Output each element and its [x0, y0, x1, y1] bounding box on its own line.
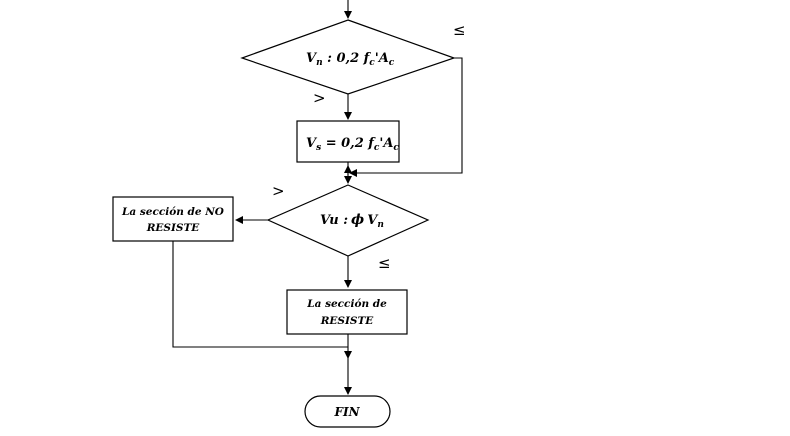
branch-label-le-mid: ≤: [378, 254, 391, 272]
vs-process-box: [296, 120, 400, 163]
bypass-connector-le: [349, 57, 463, 177]
branch-label-le-top: ≤: [453, 21, 466, 39]
fin-terminal-label: FIN: [333, 405, 360, 419]
resiste-box: [286, 289, 408, 335]
vs-process-label: Vs = 0,2 fc'Ac: [306, 136, 399, 153]
resiste-line1: La sección de: [306, 298, 387, 310]
no-resiste-line1: La sección de NO: [121, 206, 225, 218]
no-resiste-line2: RESISTE: [146, 222, 201, 234]
branch-label-gt-top: >: [313, 89, 326, 107]
branch-label-gt-mid: >: [272, 182, 285, 200]
fin-terminal: [304, 395, 391, 428]
vn-decision-label: Vn : 0,2 fc'Ac: [306, 51, 395, 68]
no-resiste-connector: [172, 241, 348, 348]
resiste-line2: RESISTE: [320, 315, 375, 327]
no-resiste-box: [112, 196, 234, 242]
